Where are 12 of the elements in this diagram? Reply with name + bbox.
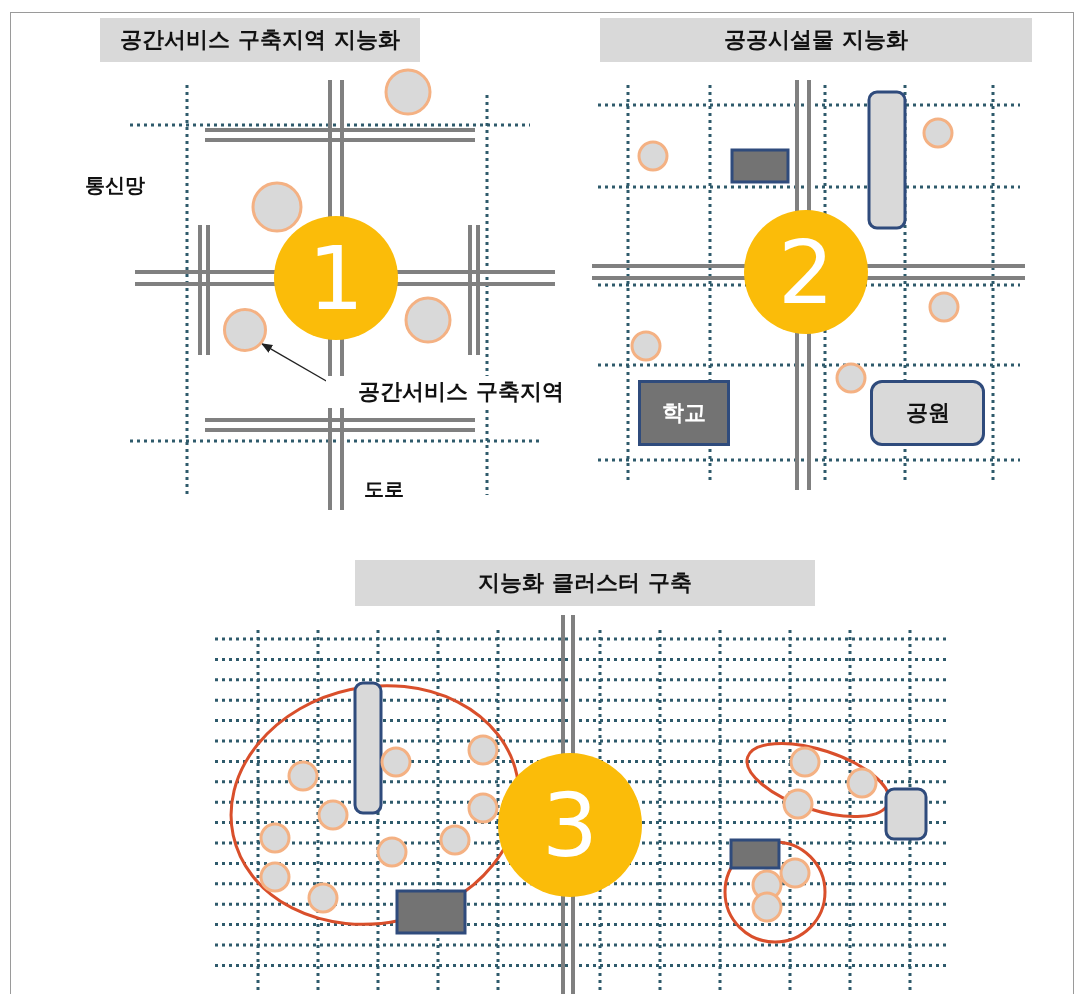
title-bar: 공공시설물 지능화 [600,18,1032,62]
number-badge: 1 [274,216,398,340]
node-label: 공간서비스 구축지역 [358,379,564,404]
number-badge: 2 [744,210,868,334]
map-label: 통신망 [85,172,145,199]
title-bar: 지능화 클러스터 구축 [355,560,815,606]
facility-box: 학교 [638,380,730,446]
facility-box: 공원 [870,380,985,446]
title-bar: 공간서비스 구축지역 지능화 [100,18,420,62]
map-label: 도로 [364,476,404,503]
number-badge: 3 [498,753,642,897]
area-circle [223,308,267,352]
